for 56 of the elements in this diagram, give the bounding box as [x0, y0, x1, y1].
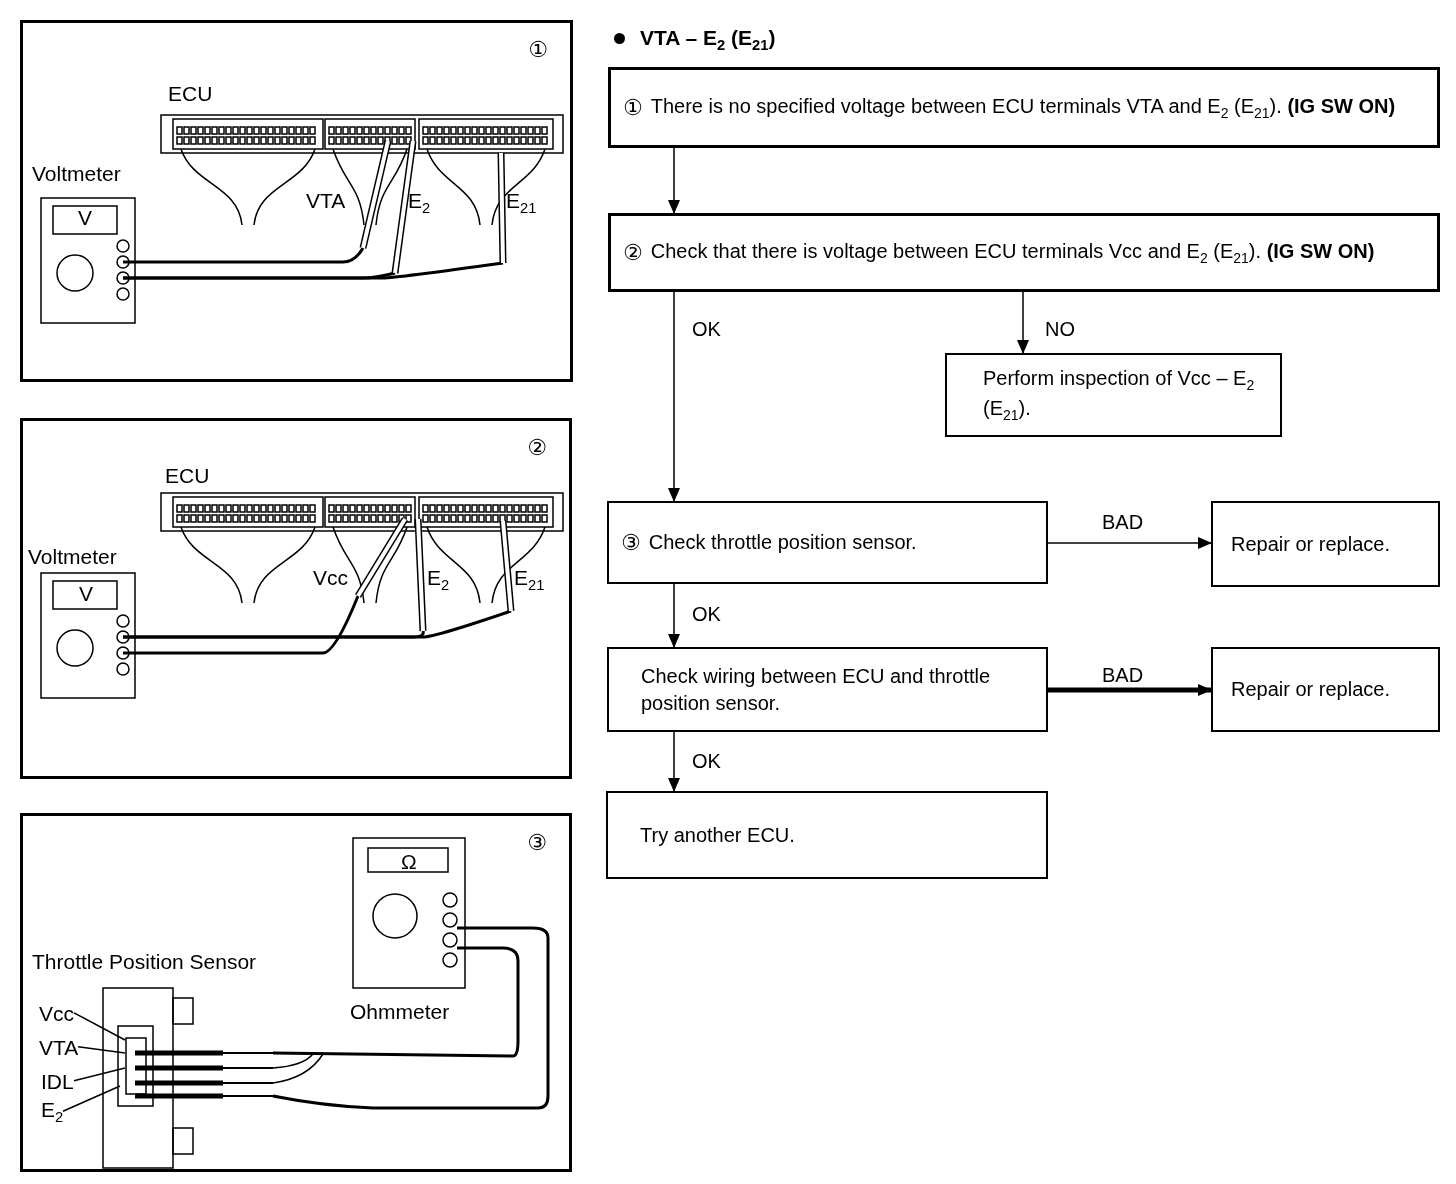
arrow — [1048, 684, 1212, 696]
process-box — [606, 791, 1048, 879]
process-box — [1211, 647, 1440, 732]
panel-number: ① — [528, 37, 548, 62]
arrow — [668, 583, 680, 648]
component-label: Voltmeter — [28, 545, 117, 569]
display-label: V — [78, 206, 92, 230]
leader-line — [73, 1067, 126, 1082]
arrow — [668, 291, 680, 502]
panel-number: ③ — [527, 830, 547, 855]
display-label: V — [79, 582, 93, 606]
leader-line — [73, 1012, 126, 1041]
step-text: Check wiring between ECU and throttle position sensor. — [641, 663, 992, 716]
panel-number: ② — [527, 435, 547, 460]
terminal-label: VTA — [306, 189, 346, 213]
step-number: ① — [623, 93, 643, 122]
terminal-label: Vcc — [313, 566, 348, 590]
process-box — [607, 647, 1048, 732]
terminal-label: VTA — [39, 1036, 79, 1060]
display-label: Ω — [401, 850, 417, 874]
process-box — [945, 353, 1282, 437]
arrow — [668, 731, 680, 792]
figure-panel — [20, 20, 573, 382]
process-box — [1211, 501, 1440, 587]
terminal-label: E$_{2}$ — [41, 1098, 64, 1126]
title: VTA – E$_{2}$ (E$_{21}$) — [640, 26, 776, 54]
terminal-label: IDL — [41, 1070, 74, 1094]
component-label: Throttle Position Sensor — [32, 950, 257, 974]
step-text: Try another ECU. — [640, 822, 795, 848]
figure-panel — [20, 418, 572, 779]
step-text: Repair or replace. — [1231, 677, 1390, 702]
leader-line — [62, 1085, 121, 1112]
step-text: Check throttle position sensor. — [648, 530, 917, 555]
component-label: Ohmmeter — [350, 1000, 450, 1024]
arrow — [668, 147, 680, 214]
step-text: Perform inspection of Vcc – E$_{2}$ (E$_{21}$). — [983, 366, 1256, 425]
process-box — [607, 501, 1048, 584]
process-box — [608, 213, 1440, 292]
step-number: ② — [623, 238, 643, 267]
step-text: There is no specified voltage between ECU terminals VTA and E$_{2}$ (E$_{21}$). (IG SW ON) — [650, 93, 1396, 123]
terminal-label: E$_{21}$ — [514, 566, 545, 594]
component-label: Voltmeter — [32, 162, 121, 186]
step-number: ③ — [621, 528, 641, 557]
terminal-label: E$_{2}$ — [427, 566, 450, 594]
arrow — [1047, 537, 1212, 549]
figure-panel — [20, 813, 572, 1172]
terminal-label: E$_{21}$ — [506, 189, 537, 217]
step-text: Repair or replace. — [1231, 531, 1390, 557]
step-text: Check that there is voltage between ECU terminals Vcc and E$_{2}$ (E$_{21}$). (IG SW ON) — [650, 238, 1375, 268]
component-label: ECU — [165, 464, 210, 488]
arrow — [1017, 291, 1029, 354]
terminal-label: Vcc — [39, 1002, 74, 1026]
process-box — [608, 67, 1440, 148]
leader-line — [77, 1046, 126, 1054]
terminal-label: E$_{2}$ — [408, 189, 431, 217]
component-label: ECU — [168, 82, 213, 106]
